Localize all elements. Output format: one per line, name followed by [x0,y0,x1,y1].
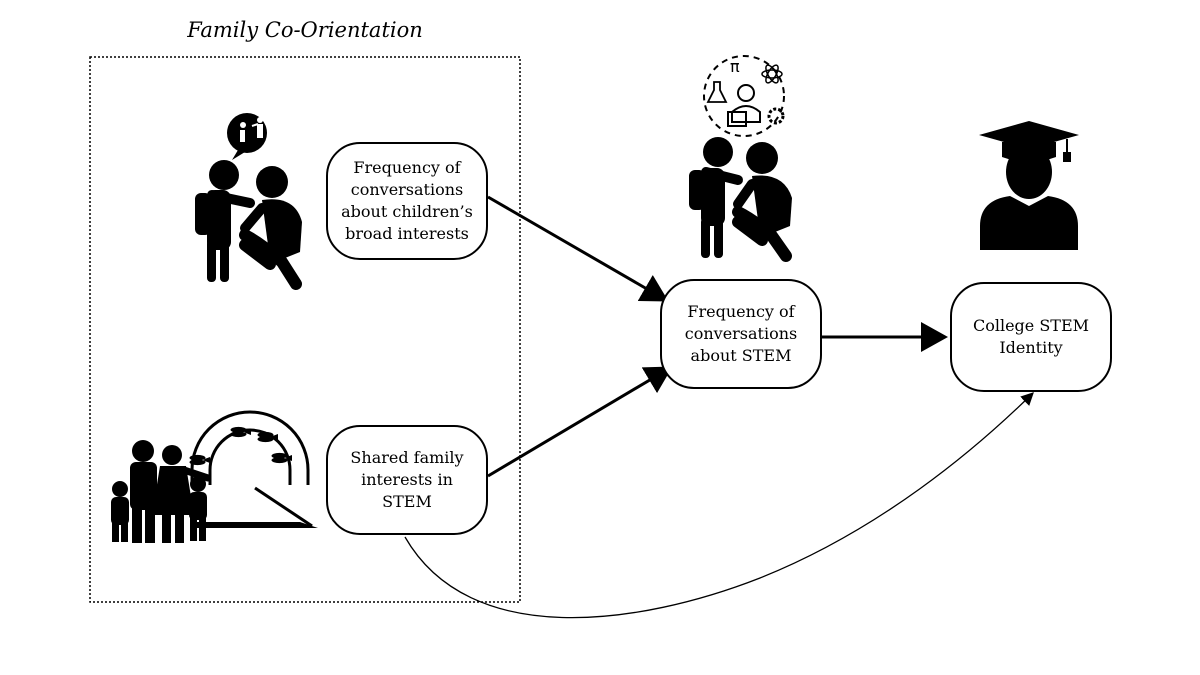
node-broad-interests-label: Frequency of conversations about childre… [341,158,473,243]
node-stem-conversations-label: Frequency of conversations about STEM [684,302,798,365]
family-co-orientation-title: Family Co-Orientation [187,18,423,42]
node-stem-conversations: Frequency of conversations about STEM [660,279,822,389]
edge-broad-to-stem-talk [487,195,669,302]
parent-child-talk-icon [195,113,302,290]
stem-talk-icon: π [689,55,792,262]
node-shared-interests: Shared family interests in STEM [326,425,488,535]
svg-text:π: π [730,57,740,76]
family-group-box [89,56,521,603]
node-stem-identity: College STEM Identity [950,282,1112,392]
node-broad-interests: Frequency of conversations about childre… [326,142,488,260]
edge-shared-to-stem-talk [487,366,673,478]
graduate-icon [979,121,1079,250]
node-stem-identity-label: College STEM Identity [972,316,1090,357]
family-aquarium-icon [111,410,318,543]
edge-shared-to-identity [404,392,1034,619]
node-shared-interests-label: Shared family interests in STEM [350,448,464,511]
